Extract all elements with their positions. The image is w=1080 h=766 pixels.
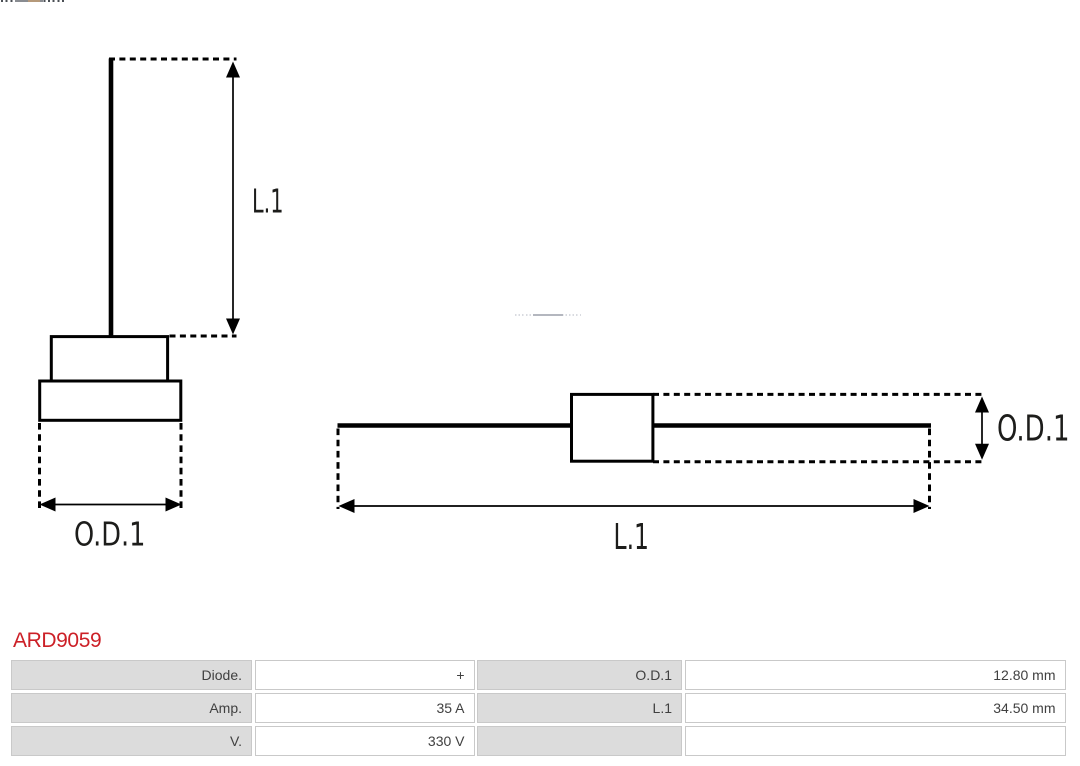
front-dia-arrow-left — [39, 497, 56, 512]
front-dia-label: O.D.1 — [74, 515, 146, 554]
side-dia-arrow-up — [975, 396, 989, 413]
front-length-arrow-down — [226, 318, 240, 335]
clipped-text-remnant-orange — [28, 0, 40, 2]
front-body-top — [49, 335, 170, 383]
spec-table: Diode. + O.D.1 12.80 mm Amp. 35 A L.1 34… — [11, 660, 1066, 756]
spec-label-diode: Diode. — [11, 660, 252, 690]
front-length-arrow-up — [226, 61, 240, 78]
spec-value-od1: 12.80 mm — [684, 660, 1066, 690]
spec-label-empty — [477, 726, 682, 756]
spec-value-diode: + — [254, 660, 475, 690]
front-length-label: L.1 — [252, 182, 284, 221]
diode-side-view: O.D.1 L.1 — [336, 392, 1070, 558]
spec-value-amp: 35 A — [254, 693, 475, 723]
side-length-arrow-left — [338, 499, 355, 513]
spec-label-od1: O.D.1 — [477, 660, 682, 690]
faint-watermark-line — [515, 314, 581, 316]
clipped-page-edge-text — [0, 0, 66, 3]
front-dia-arrow-right — [165, 497, 182, 512]
diode-dimension-diagram: L.1 O.D.1 O.D.1 L.1 — [38, 57, 1070, 558]
spec-label-voltage: V. — [11, 726, 252, 756]
side-length-arrow-right — [913, 499, 930, 513]
spec-label-l1: L.1 — [477, 693, 682, 723]
front-body-base — [38, 379, 183, 422]
watermark-solid-segment — [533, 314, 563, 316]
spec-value-l1: 34.50 mm — [684, 693, 1066, 723]
side-body — [570, 392, 655, 463]
spec-label-amp: Amp. — [11, 693, 252, 723]
diode-front-view: L.1 O.D.1 — [38, 57, 284, 554]
side-dia-arrow-down — [975, 443, 989, 460]
spec-value-voltage: 330 V — [254, 726, 475, 756]
spec-value-empty — [684, 726, 1066, 756]
product-code: ARD9059 — [13, 629, 102, 652]
side-dia-label: O.D.1 — [997, 409, 1070, 450]
side-length-label: L.1 — [614, 517, 650, 558]
